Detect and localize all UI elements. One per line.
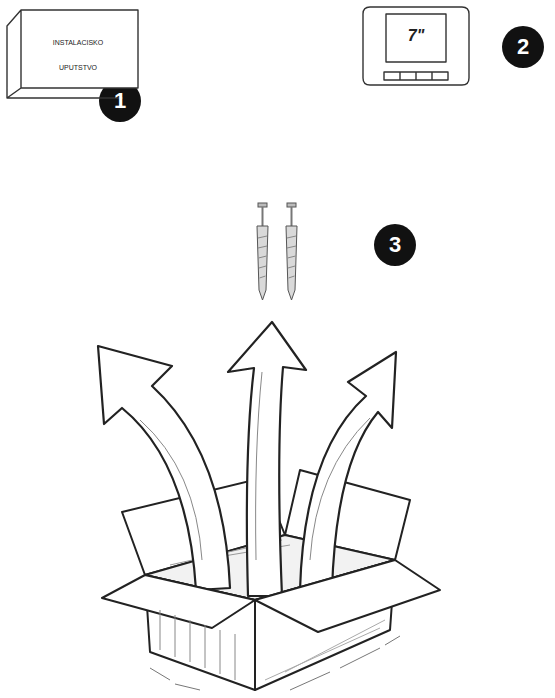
callout-number: 2 bbox=[502, 26, 544, 68]
manual-booklet: INSTALACISKO UPUTSTVO bbox=[3, 8, 143, 100]
node-outline bbox=[362, 6, 470, 86]
node-shape bbox=[7, 10, 138, 98]
node-text: INSTALACISKO UPUTSTVO bbox=[33, 30, 123, 80]
callout-circle bbox=[374, 224, 416, 266]
callout-number: 3 bbox=[374, 224, 416, 266]
box-front bbox=[102, 560, 440, 690]
screw-anchor bbox=[257, 203, 268, 300]
callout-number: 1 bbox=[99, 80, 141, 122]
thermostat-device: 7" bbox=[362, 6, 470, 86]
screw-anchor bbox=[286, 203, 297, 300]
callout-circle bbox=[502, 26, 544, 68]
outgoing-arrow bbox=[98, 322, 396, 596]
node-outline bbox=[3, 8, 143, 100]
node-text: 7" bbox=[386, 26, 446, 46]
node-shape bbox=[363, 7, 469, 85]
